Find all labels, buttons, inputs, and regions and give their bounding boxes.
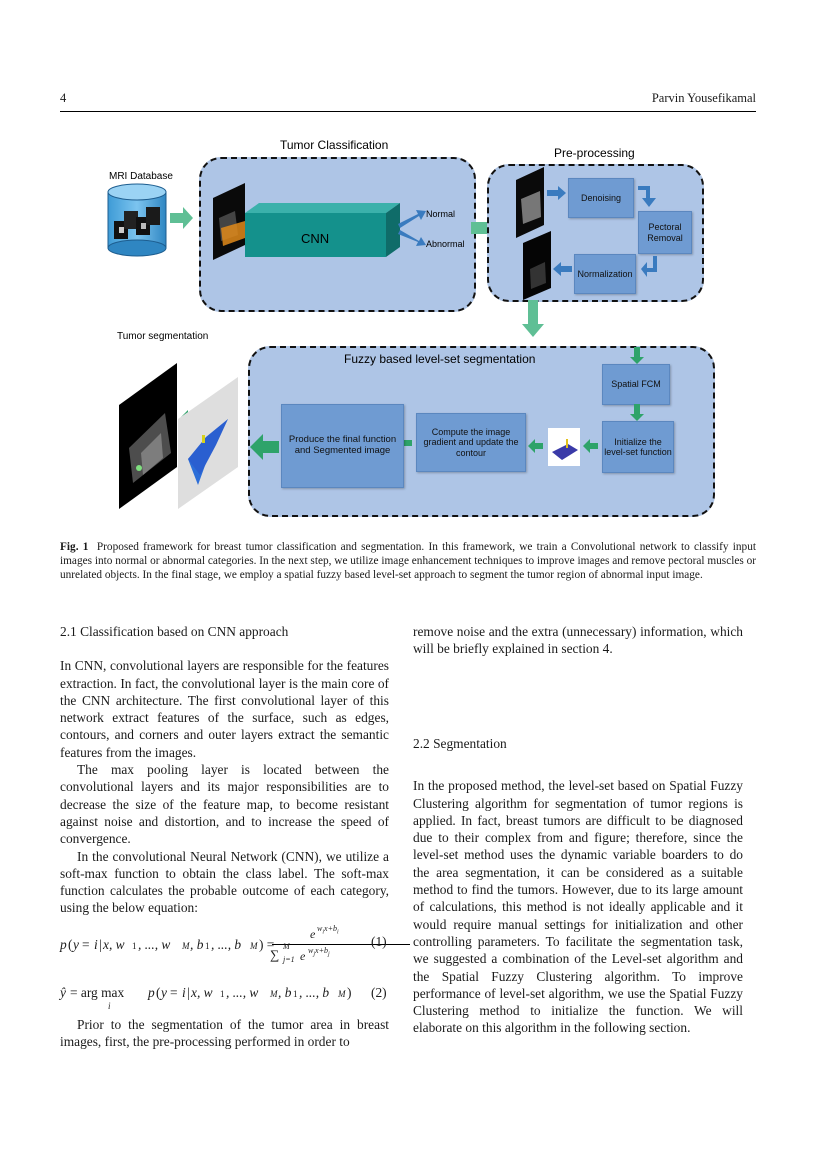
arrow-left-icon: [250, 434, 279, 460]
pectoral-removal-box: Pectoral Removal: [638, 211, 692, 254]
running-header: 4 Parvin Yousefikamal: [60, 91, 756, 112]
paragraph: Prior to the segmentation of the tumor a…: [60, 1017, 389, 1050]
level-set-surface-image: [178, 377, 238, 509]
abnormal-label: Abnormal: [426, 239, 465, 249]
left-column: 2.1 Classification based on CNN approach…: [60, 623, 389, 917]
fuzzy-level-set-title: Fuzzy based level-set segmentation: [344, 352, 536, 366]
paragraph: In the proposed method, the level-set ba…: [413, 778, 743, 1036]
paragraph: remove noise and the extra (unnecessary)…: [413, 624, 743, 657]
raw-mammogram-image: [516, 167, 544, 238]
figure-caption: Fig. 1 Proposed framework for breast tum…: [60, 541, 756, 582]
arrow-down-icon: [630, 347, 644, 364]
denoising-box: Denoising: [568, 178, 634, 218]
left-column-continued: Prior to the segmentation of the tumor a…: [60, 1016, 389, 1051]
normalized-mammogram-image: [523, 231, 551, 300]
paragraph: In CNN, convolutional layers are respons…: [60, 658, 389, 760]
section-heading-2-1: 2.1 Classification based on CNN approach: [60, 624, 289, 639]
tumor-classification-title: Tumor Classification: [280, 138, 389, 152]
caption-text: Proposed framework for breast tumor clas…: [60, 541, 756, 581]
produce-final-function-box: Produce the final function and Segmented…: [281, 404, 404, 488]
section-heading-2-2: 2.2 Segmentation: [413, 736, 507, 751]
arrow-right-icon: [170, 207, 193, 229]
normalization-box: Normalization: [574, 254, 636, 294]
arrow-down-right-icon: [638, 186, 656, 207]
paragraph: The max pooling layer is located between…: [60, 762, 389, 847]
paragraph: In the convolutional Neural Network (CNN…: [60, 848, 389, 916]
input-mammogram-image: [213, 183, 245, 260]
compute-gradient-box: Compute the image gradient and update th…: [416, 413, 526, 472]
author-name: Parvin Yousefikamal: [651, 91, 756, 105]
right-column-segmentation: 2.2 Segmentation In the proposed method,…: [413, 735, 743, 1037]
spatial-fcm-box: Spatial FCM: [602, 364, 670, 405]
arrow-left-icon: [583, 439, 598, 453]
output-arrows-icon: [398, 210, 426, 246]
initialize-level-set-box: Initialize the level-set function: [602, 421, 674, 473]
arrow-right-icon: [547, 186, 566, 200]
caption-label: Fig. 1: [60, 541, 89, 553]
database-cylinder-icon: [107, 183, 167, 257]
arrow-down-icon: [522, 300, 544, 337]
normal-label: Normal: [426, 209, 456, 219]
segmented-mammogram-image: [119, 363, 177, 509]
mri-database-label: MRI Database: [109, 171, 173, 182]
page-number: 4: [60, 91, 67, 105]
right-column: remove noise and the extra (unnecessary)…: [413, 623, 743, 658]
pre-processing-title: Pre-processing: [554, 146, 635, 160]
surface-plot-thumbnail: [548, 428, 580, 466]
arrow-left-icon: [553, 262, 572, 276]
cnn-label: CNN: [301, 231, 330, 246]
tumor-segmentation-label: Tumor segmentation: [117, 331, 209, 342]
arrow-down-left-icon: [641, 256, 657, 277]
cnn-block: [245, 203, 400, 257]
equation-2-number: (2): [371, 985, 387, 1000]
equation-1-number: (1): [371, 934, 387, 949]
arrow-down-icon: [630, 404, 644, 421]
arrow-left-icon: [528, 439, 543, 453]
figure-1: Tumor Classification MRI Database CNN No…: [0, 0, 827, 540]
